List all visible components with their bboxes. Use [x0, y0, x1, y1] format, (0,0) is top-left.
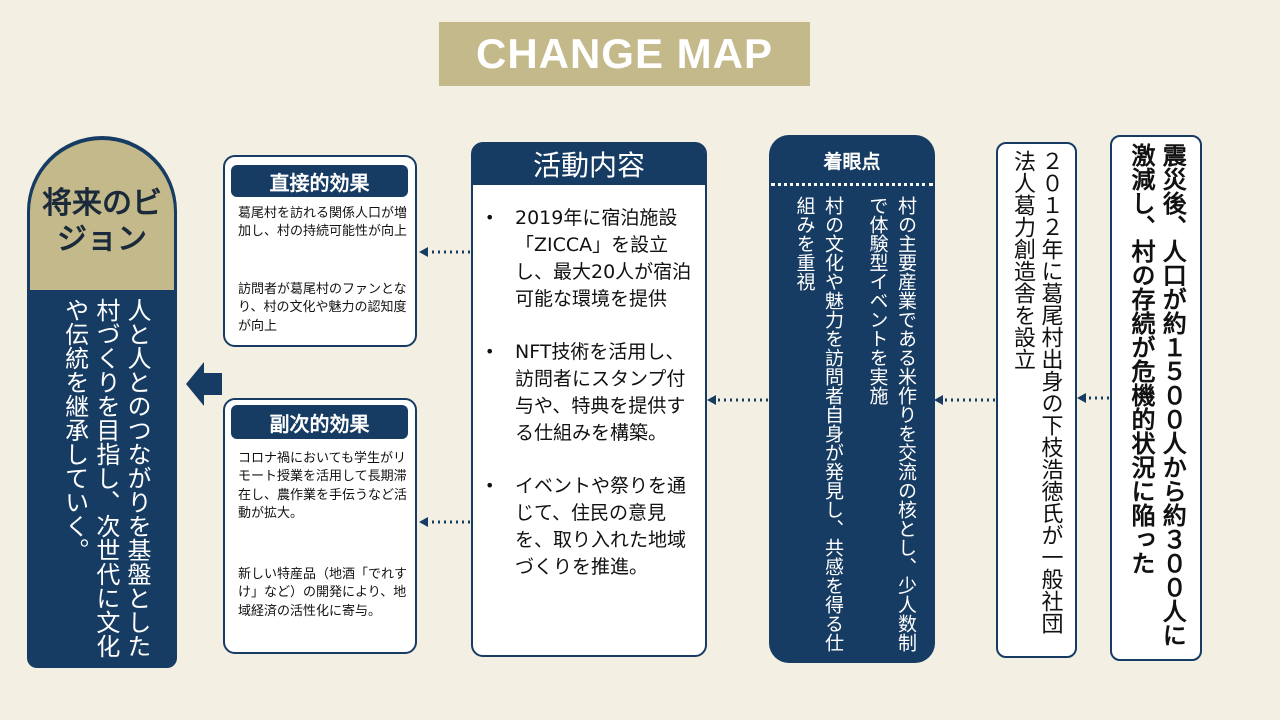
focus-text-1: 村の文化や魅力を訪問者自身が発見し、共感を得る仕組みを重視 [793, 196, 845, 652]
focus-body: 村の文化や魅力を訪問者自身が発見し、共感を得る仕組みを重視 村の主要産業である米… [787, 196, 918, 656]
founding-card [996, 142, 1077, 658]
arrowhead-focus [934, 395, 943, 405]
secondary-effect-card [223, 398, 417, 654]
activities-card [471, 142, 707, 657]
vision-text: 人と人とのつながりを基盤とした村づくりを目指し、次世代に文化や伝統を継承していく… [60, 298, 151, 658]
direct-effect-title: 直接的効果 [231, 165, 408, 197]
secondary-effect-text-2: 新しい特産品（地酒「でれすけ」など）の開発により、地域経済の活性化に寄与。 [238, 567, 408, 619]
arrowhead-activities [707, 395, 716, 405]
secondary-effect-text-1: コロナ禍においても学生がリモート授業を活用して長期滞在し、農作業を手伝うなど活動… [238, 451, 408, 522]
direct-effect-text-2: 訪問者が葛尾村のファンとなり、村の文化や魅力の認知度が向上 [238, 282, 407, 334]
secondary-effect-title: 副次的効果 [231, 405, 408, 439]
activity-text: 2019年に宿泊施設「ZICCA」を設立し、最大20人が宿泊可能な環境を提供 [515, 207, 692, 310]
activity-text: イベントや祭りを通じて、住民の意見を、取り入れた地域づくりを推進。 [515, 474, 687, 578]
vision-heading: 将来のビジョン [30, 140, 174, 290]
activity-item: • 2019年に宿泊施設「ZICCA」を設立し、最大20人が宿泊可能な環境を提供 [485, 205, 700, 313]
arrowhead-direct [419, 247, 428, 257]
arrowhead-secondary [419, 517, 428, 527]
focus-divider [771, 183, 933, 186]
bullet-icon: • [485, 475, 495, 495]
disaster-body: 震災後、人口が約１５００人から約３００人に激減し、村の存続が危機的状況に陥った [1118, 143, 1194, 653]
activity-item: • NFT技術を活用し、訪問者にスタンプ付与や、特典を提供する仕組みを構築。 [485, 339, 700, 447]
focus-text-2: 村の主要産業である米作りを交流の核とし、少人数制で体験型イベントを実施 [866, 196, 918, 652]
activities-title: 活動内容 [473, 143, 705, 185]
activity-item: • イベントや祭りを通じて、住民の意見を、取り入れた地域づくりを推進。 [485, 473, 700, 581]
activity-text: NFT技術を活用し、訪問者にスタンプ付与や、特典を提供する仕組みを構築。 [515, 340, 686, 444]
disaster-card [1110, 135, 1202, 661]
arrow-left-icon [186, 362, 222, 406]
activities-list: • 2019年に宿泊施設「ZICCA」を設立し、最大20人が宿泊可能な環境を提供… [485, 205, 700, 607]
page-title: CHANGE MAP [439, 22, 810, 86]
arrowhead-founding [1077, 393, 1086, 403]
founding-text: ２０１２年に葛尾村出身の下枝浩徳氏が一般社団法人葛力創造舎を設立 [1010, 150, 1063, 634]
bullet-icon: • [485, 341, 495, 361]
bullet-icon: • [485, 208, 495, 227]
direct-effect-text-1: 葛尾村を訪れる関係人口が増加し、村の持続可能性が向上 [238, 206, 408, 240]
focus-panel [769, 135, 935, 663]
disaster-text: 震災後、人口が約１５００人から約３００人に激減し、村の存続が危機的状況に陥った [1127, 143, 1187, 647]
founding-body: ２０１２年に葛尾村出身の下枝浩徳氏が一般社団法人葛力創造舎を設立 [1006, 150, 1066, 650]
focus-title: 着眼点 [823, 151, 881, 173]
